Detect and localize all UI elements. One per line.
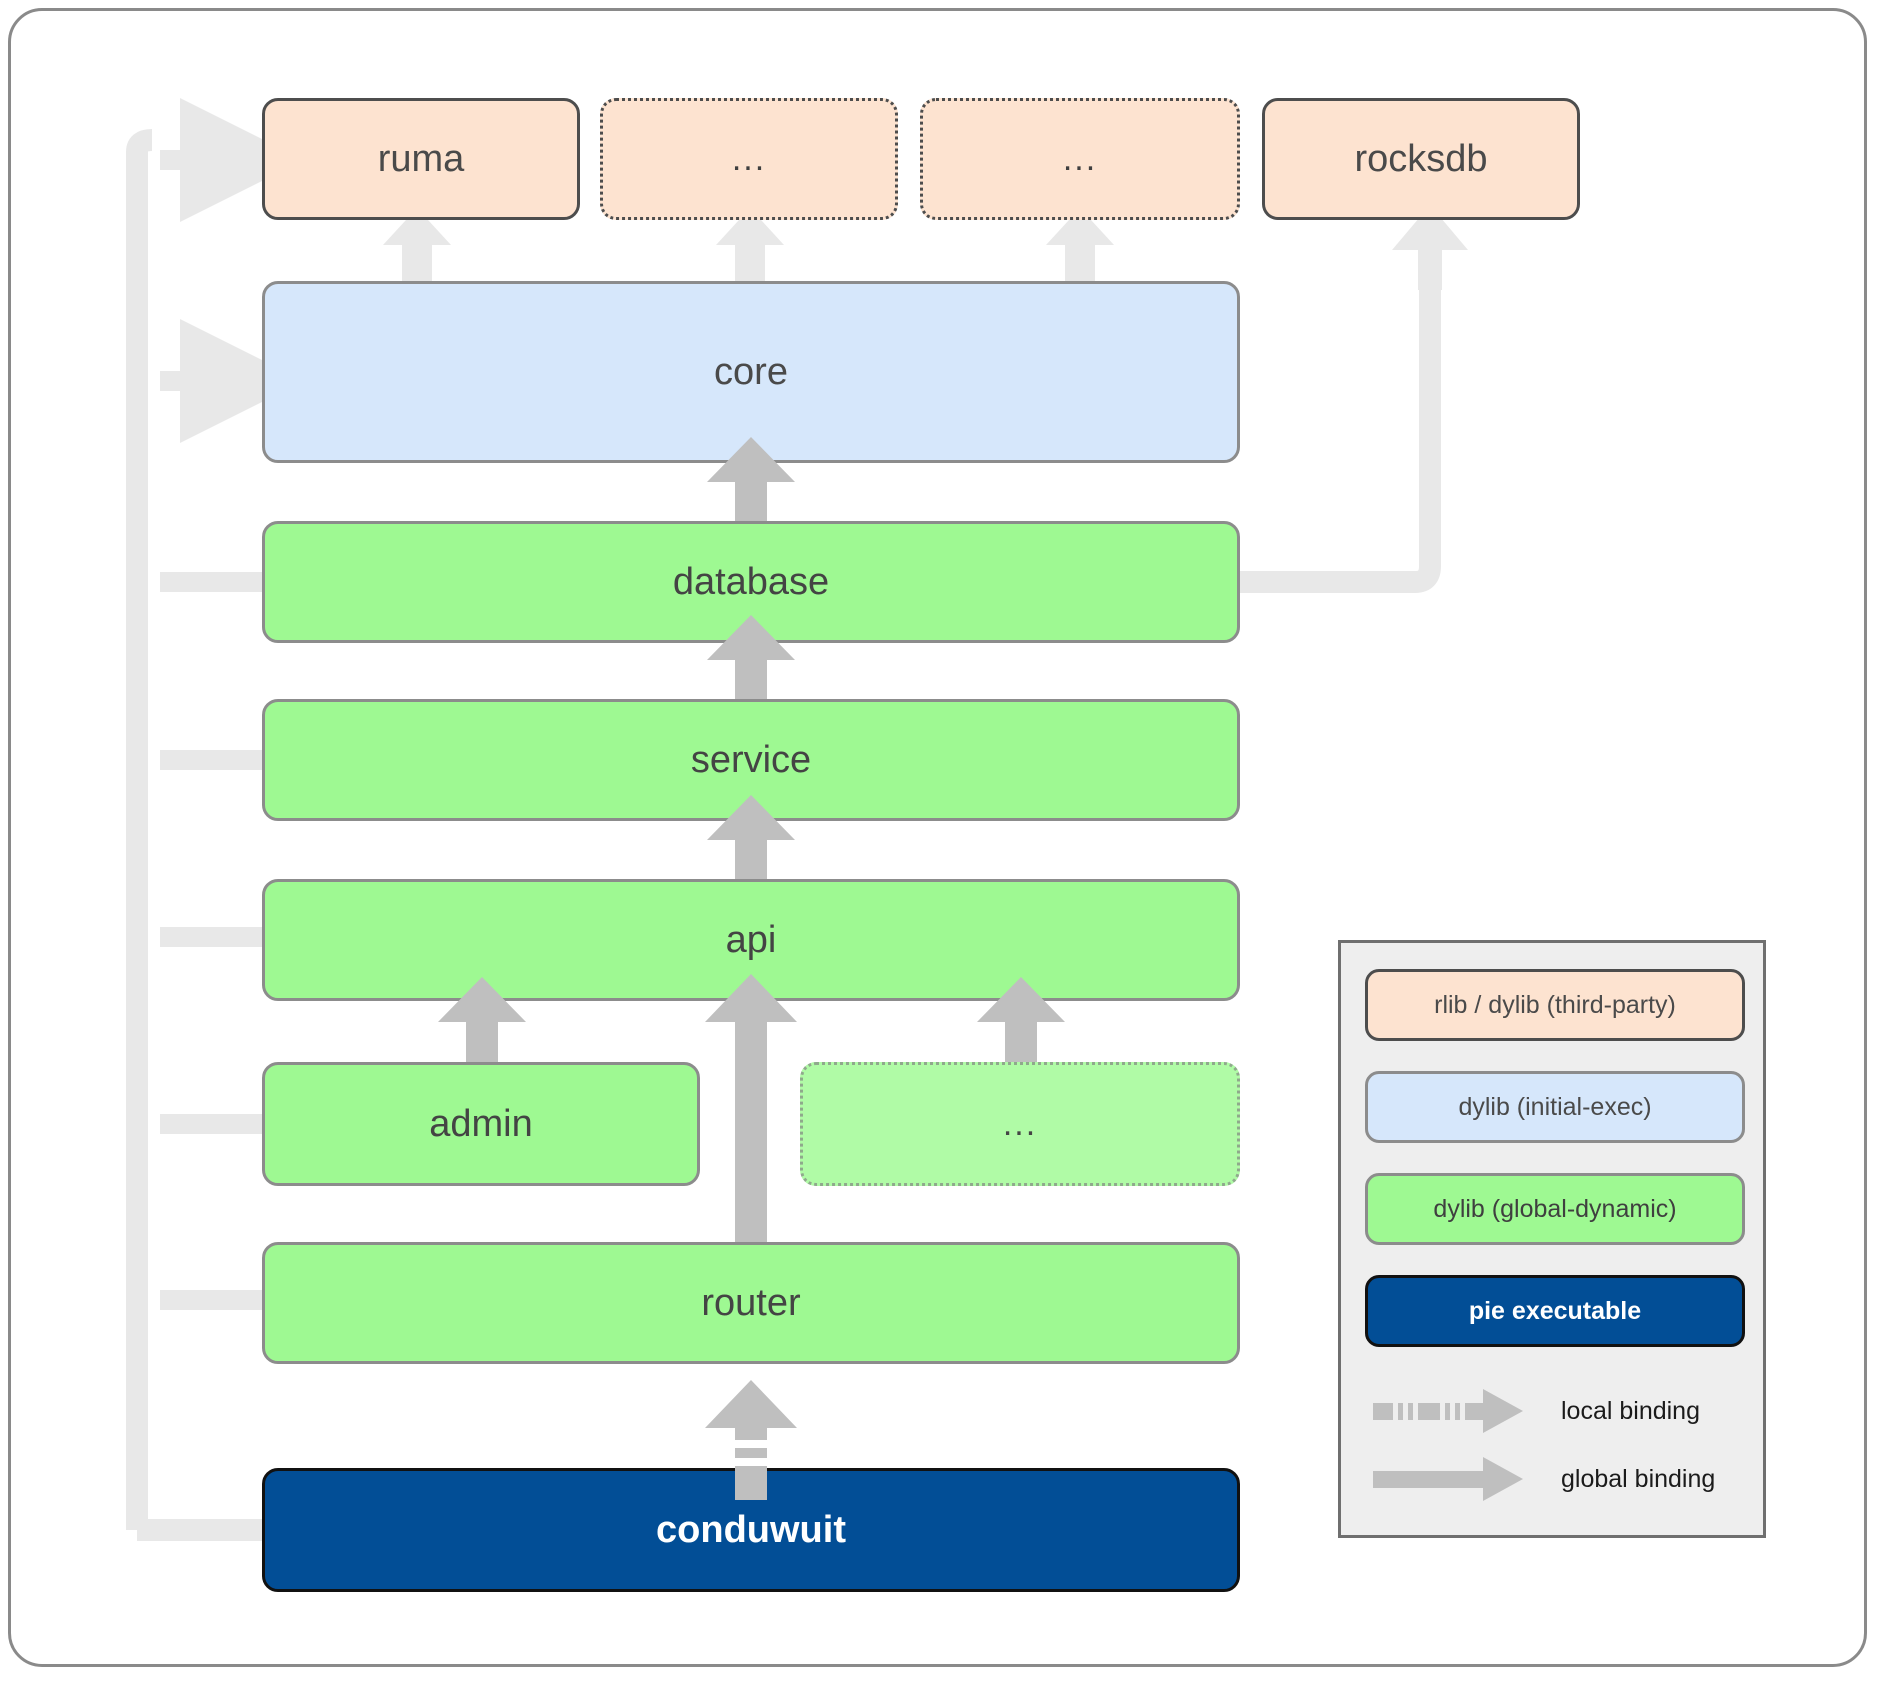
node-rocksdb[interactable]: rocksdb: [1262, 98, 1580, 220]
node-api-label: api: [725, 918, 777, 961]
node-conduwuit[interactable]: conduwuit: [262, 1468, 1240, 1592]
node-ruma-label: ruma: [377, 137, 465, 180]
legend-label-local-binding: local binding: [1561, 1396, 1700, 1425]
node-service-label: service: [690, 738, 812, 781]
legend-chip-third-party: rlib / dylib (third-party): [1365, 969, 1745, 1041]
node-core[interactable]: core: [262, 281, 1240, 463]
legend-label-global-binding: global binding: [1561, 1464, 1716, 1493]
node-conduwuit-label: conduwuit: [656, 1508, 846, 1551]
node-admin-ellipsis[interactable]: ...: [800, 1062, 1240, 1186]
legend-label-third-party: rlib / dylib (third-party): [1434, 990, 1676, 1019]
node-ruma[interactable]: ruma: [262, 98, 580, 220]
legend-label-pie-executable: pie executable: [1468, 1296, 1642, 1325]
legend-chip-initial-exec: dylib (initial-exec): [1365, 1071, 1745, 1143]
node-database-label: database: [672, 560, 830, 603]
node-top-ellipsis-1[interactable]: ...: [600, 98, 898, 220]
node-router-label: router: [701, 1281, 801, 1324]
legend-row-global-binding: global binding: [1371, 1451, 1743, 1507]
legend-chip-global-dynamic: dylib (global-dynamic): [1365, 1173, 1745, 1245]
node-admin-ellipsis-label: ...: [1002, 1104, 1038, 1143]
node-top-ellipsis-1-label: ...: [731, 139, 767, 178]
legend-label-global-dynamic: dylib (global-dynamic): [1433, 1194, 1677, 1223]
legend-row-local-binding: local binding: [1371, 1383, 1743, 1439]
node-admin[interactable]: admin: [262, 1062, 700, 1186]
node-service[interactable]: service: [262, 699, 1240, 821]
node-api[interactable]: api: [262, 879, 1240, 1001]
node-rocksdb-label: rocksdb: [1354, 137, 1488, 180]
node-database[interactable]: database: [262, 521, 1240, 643]
node-top-ellipsis-2-label: ...: [1062, 139, 1098, 178]
legend-label-initial-exec: dylib (initial-exec): [1458, 1092, 1652, 1121]
dashed-arrow-icon: [1373, 1389, 1523, 1433]
legend-chip-pie-executable: pie executable: [1365, 1275, 1745, 1347]
legend-panel: rlib / dylib (third-party) dylib (initia…: [1338, 940, 1766, 1538]
node-admin-label: admin: [429, 1102, 533, 1145]
node-core-label: core: [714, 350, 788, 393]
solid-arrow-icon: [1373, 1457, 1523, 1501]
node-router[interactable]: router: [262, 1242, 1240, 1364]
node-top-ellipsis-2[interactable]: ...: [920, 98, 1240, 220]
